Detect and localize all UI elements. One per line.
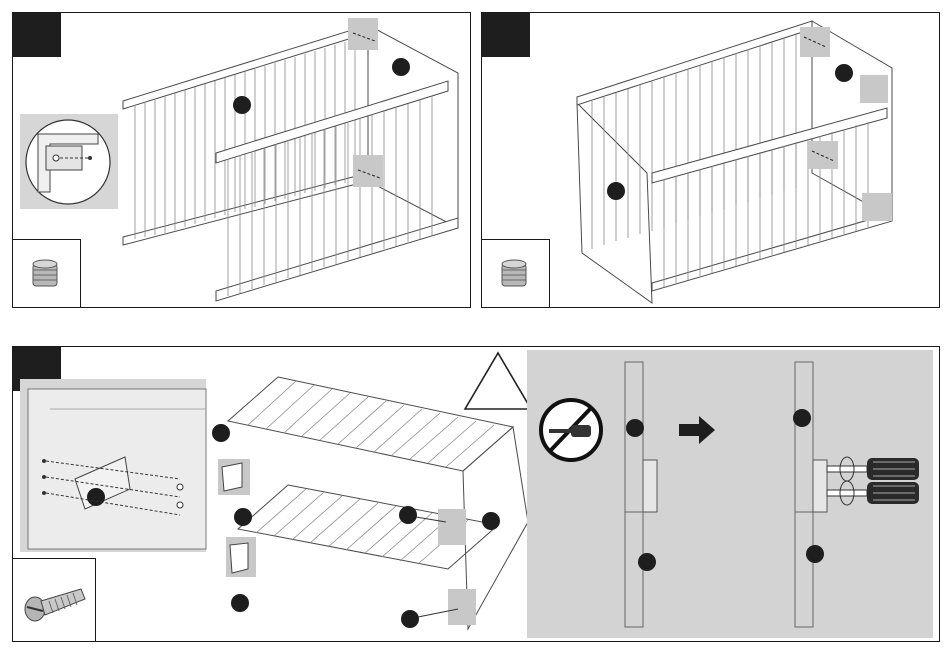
crib-frame-step2	[482, 13, 940, 308]
callout-back-panel	[233, 96, 251, 114]
insert-nut-icon	[482, 240, 550, 308]
callout-bracket	[87, 488, 105, 506]
screw-icon	[13, 559, 96, 642]
callout-5	[482, 512, 500, 530]
callout-post-lower-left	[638, 553, 656, 571]
screwdriver-icon	[827, 457, 919, 505]
callout-end-panel	[392, 58, 410, 76]
no-screwdriver-icon	[541, 400, 601, 460]
step-2-panel	[481, 12, 940, 308]
part-box-step3	[13, 558, 96, 641]
step-1-panel	[12, 12, 471, 308]
callout-end-panel-left	[607, 182, 625, 200]
callout-1	[212, 424, 230, 442]
callout-4	[399, 506, 417, 524]
screwdriver-detail	[527, 350, 933, 638]
base-frame-drawing	[208, 347, 538, 642]
step-3-panel	[12, 346, 940, 642]
callout-6	[401, 610, 419, 628]
part-box-step2	[482, 239, 550, 307]
callout-post-upper-right	[793, 409, 811, 427]
callout-2	[234, 508, 252, 526]
callout-end-panel-right	[835, 64, 853, 82]
callout-post-lower-right	[806, 545, 824, 563]
part-box-step1	[13, 239, 81, 307]
crib-frame-step1	[13, 13, 471, 308]
arrow-right-icon	[679, 416, 715, 444]
bracket-detail-drawing	[20, 379, 206, 552]
bracket-detail-inset	[20, 379, 206, 552]
insert-nut-icon	[13, 240, 81, 308]
screwdriver-detail-drawing	[527, 350, 933, 638]
callout-3	[231, 594, 249, 612]
triangle-warning-icon	[465, 353, 531, 409]
callout-post-upper-left	[626, 419, 644, 437]
